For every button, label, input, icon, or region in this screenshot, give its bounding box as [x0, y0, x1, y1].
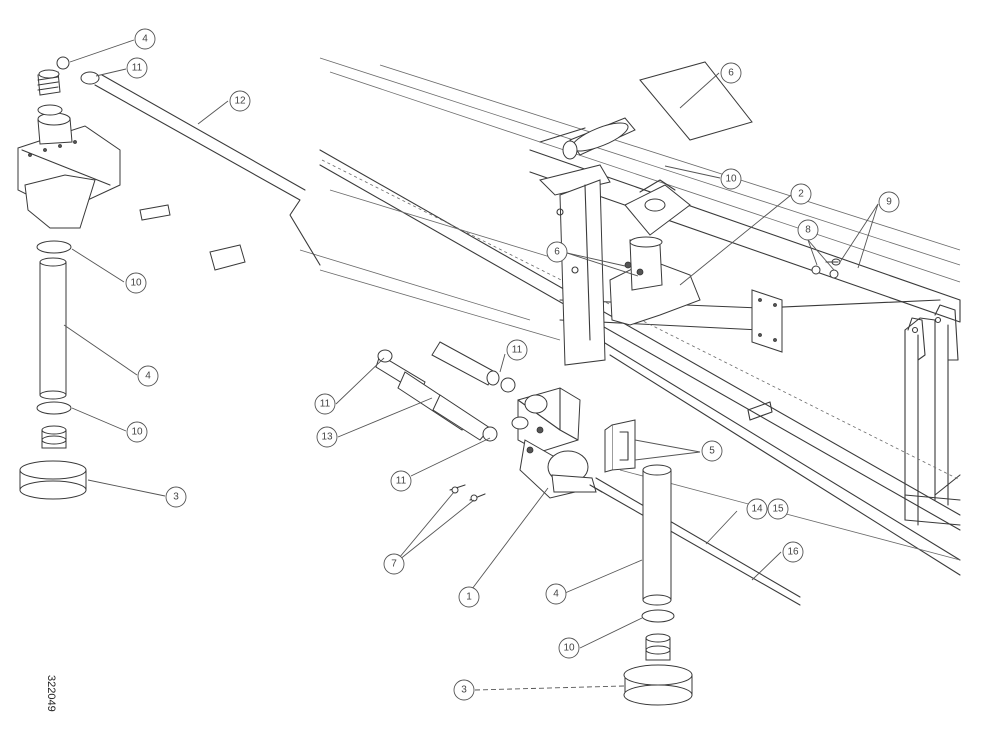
callout-10-left: 10: [125, 272, 147, 294]
callout-label: 4: [553, 589, 559, 600]
callout-label: 10: [725, 174, 737, 185]
callout-11-top: 11: [126, 57, 148, 79]
callout-3-left: 3: [165, 486, 187, 508]
callout-6-right: 6: [720, 62, 742, 84]
callout-label: 2: [798, 189, 804, 200]
callout-label: 13: [321, 432, 333, 443]
callout-15: 15: [767, 498, 789, 520]
callout-4-bottom: 4: [545, 583, 567, 605]
callout-label: 10: [563, 643, 575, 654]
leader-lines: [63, 39, 879, 691]
callout-4-top: 4: [134, 28, 156, 50]
callout-3-bottom: 3: [453, 679, 475, 701]
callout-1: 1: [458, 586, 480, 608]
callout-label: 11: [512, 345, 523, 356]
callout-5: 5: [701, 440, 723, 462]
valve-assembly: [511, 387, 603, 499]
callout-label: 6: [554, 247, 560, 258]
callout-label: 11: [396, 476, 407, 487]
callout-11-mid: 11: [506, 339, 528, 361]
callout-6-mid: 6: [546, 241, 568, 263]
callout-16: 16: [782, 541, 804, 563]
bolts-7: [449, 484, 486, 502]
center-pipes: [375, 341, 516, 442]
callout-label: 3: [461, 685, 467, 696]
callout-label: 14: [751, 504, 763, 515]
upper-mount-bracket: [539, 61, 753, 366]
callout-4-left: 4: [137, 365, 159, 387]
callout-11-valve: 11: [390, 470, 412, 492]
callout-label: 15: [772, 504, 784, 515]
callout-label: 11: [132, 63, 143, 74]
callout-10-right: 10: [720, 168, 742, 190]
callout-label: 5: [709, 446, 715, 457]
left-hopper: [17, 56, 321, 271]
callout-label: 7: [391, 559, 397, 570]
callout-label: 6: [728, 68, 734, 79]
callout-label: 1: [466, 592, 472, 603]
callout-11-low: 11: [314, 393, 336, 415]
callout-13: 13: [316, 426, 338, 448]
callout-10-bottom: 10: [558, 637, 580, 659]
clamp-5: [604, 419, 636, 473]
bottom-tube-4: [623, 464, 693, 706]
left-tube-4: [19, 240, 87, 500]
callout-14: 14: [746, 498, 768, 520]
callout-2: 2: [790, 183, 812, 205]
callout-7: 7: [383, 553, 405, 575]
callout-10-left-low: 10: [126, 421, 148, 443]
callout-label: 4: [145, 371, 151, 382]
drawing-number: 322049: [45, 675, 57, 712]
callout-12: 12: [229, 90, 251, 112]
callouts: 4 11 12 6 10 2 9 8: [125, 28, 900, 701]
callout-8: 8: [797, 219, 819, 241]
callout-label: 4: [142, 34, 148, 45]
callout-label: 11: [320, 399, 331, 410]
callout-9: 9: [878, 191, 900, 213]
callout-label: 8: [805, 225, 811, 236]
boom-frame: [299, 57, 961, 606]
callout-label: 12: [234, 96, 246, 107]
callout-label: 10: [130, 278, 142, 289]
callout-label: 9: [886, 197, 892, 208]
callout-label: 10: [131, 427, 143, 438]
callout-label: 16: [787, 547, 799, 558]
callout-label: 3: [173, 492, 179, 503]
